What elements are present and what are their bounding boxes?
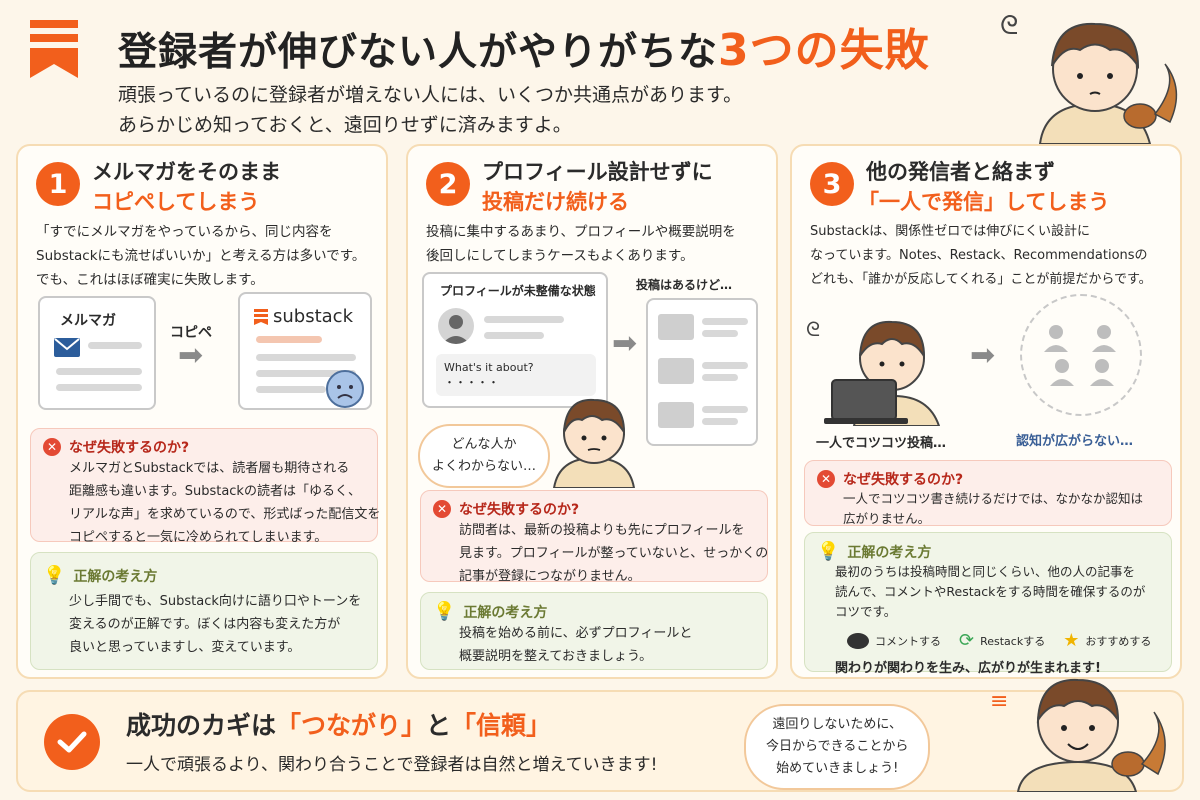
sad-face-icon bbox=[324, 368, 366, 414]
svg-text:ᘓ: ᘓ bbox=[1000, 11, 1018, 41]
lightbulb-icon: 💡 bbox=[43, 565, 66, 586]
why-fail-box: ✕なぜ失敗するのか? 訪問者は、最新の投稿よりも先にプロフィールを 見ます。プロ… bbox=[420, 490, 768, 584]
card-body-line: でも、これはほぼ確実に失敗します。 bbox=[36, 272, 264, 288]
failure-card-3: 3 他の発信者と絡まず 「一人で発信」してしまう Substackは、関係性ゼロ… bbox=[790, 144, 1182, 679]
x-circle-icon: ✕ bbox=[817, 470, 835, 488]
confused-speech-bubble: どんな人か よくわからない… bbox=[418, 424, 551, 488]
reach-label: 認知が広がらない… bbox=[1016, 434, 1134, 449]
audience-circle-icon bbox=[1020, 294, 1142, 416]
posts-label: 投稿はあるけど… bbox=[636, 278, 733, 292]
avatar-placeholder-icon bbox=[438, 308, 474, 344]
alone-label: 一人でコツコツ投稿… bbox=[816, 436, 947, 451]
svg-text:≡: ≡ bbox=[990, 689, 1008, 714]
mail-icon bbox=[54, 338, 80, 357]
posts-panel bbox=[646, 298, 758, 446]
step-number-3: 3 bbox=[810, 162, 854, 206]
success-subtitle: 一人で頑張るより、関わり合うことで登録者は自然と増えていきます! bbox=[126, 755, 658, 775]
closing-line: 関わりが関わりを生み、広がりが生まれます! bbox=[835, 661, 1101, 676]
success-title: 成功のカギは「つながり」と「信頼」 bbox=[126, 711, 552, 740]
right-way-box: 💡正解の考え方 最初のうちは投稿時間と同じくらい、他の人の記事を 読んで、コメン… bbox=[804, 532, 1172, 676]
about-box: What's it about? ・・・・・ bbox=[436, 354, 596, 396]
svg-text:ᘓ: ᘓ bbox=[806, 317, 820, 341]
right-arrow-icon: ➡ bbox=[612, 326, 638, 361]
lead-text-2: あらかじめ知っておくと、遠回りせずに済みますよ。 bbox=[118, 114, 572, 136]
boy-confused-illustration bbox=[544, 388, 644, 492]
substack-panel: substack bbox=[238, 292, 372, 410]
page-title: 登録者が伸びない人がやりがちな3つの失敗 bbox=[118, 25, 930, 76]
x-circle-icon: ✕ bbox=[43, 438, 61, 456]
newsletter-panel: メルマガ bbox=[38, 296, 156, 410]
failure-card-2: 2 プロフィール設計せずに 投稿だけ続ける 投稿に集中するあまり、プロフィールや… bbox=[406, 144, 778, 679]
boy-smiling-illustration: ≡ bbox=[978, 664, 1178, 796]
restack-action: ⟳Restackする bbox=[959, 630, 1046, 651]
profile-label: プロフィールが未整備な状態 bbox=[440, 284, 596, 298]
card-heading: プロフィール設計せずに bbox=[482, 160, 713, 184]
card-heading: メルマガをそのまま bbox=[92, 160, 281, 184]
profile-panel: プロフィールが未整備な状態 What's it about? ・・・・・ bbox=[422, 272, 608, 408]
check-circle-icon bbox=[44, 714, 100, 770]
why-fail-box: ✕なぜ失敗するのか? メルマガとSubstackでは、読者層も期待される 距離感… bbox=[30, 428, 380, 545]
step-number-2: 2 bbox=[426, 162, 470, 206]
card-heading: 他の発信者と絡まず bbox=[866, 160, 1055, 184]
right-arrow-icon: ➡ bbox=[178, 338, 204, 373]
right-arrow-icon: ➡ bbox=[970, 338, 996, 373]
success-key-banner: 成功のカギは「つながり」と「信頼」 一人で頑張るより、関わり合うことで登録者は自… bbox=[16, 678, 1184, 793]
encourage-speech-bubble: 遠回りしないために、 今日からできることから 始めていきましょう! bbox=[744, 704, 931, 790]
substack-icon bbox=[254, 308, 268, 325]
card-body-line: Substackにも流せばいいか」と考える方は多いです。 bbox=[36, 248, 366, 264]
restack-icon: ⟳ bbox=[959, 630, 975, 651]
card-body-line: なっています。Notes、Restack、Recommendationsの bbox=[810, 248, 1148, 263]
why-fail-box: ✕なぜ失敗するのか? 一人でコツコツ書き続けるだけでは、なかなか認知は 広がりま… bbox=[804, 460, 1172, 526]
failure-card-1: 1 メルマガをそのまま コピペしてしまう 「すでにメルマガをやっているから、同じ… bbox=[16, 144, 388, 679]
card-body-line: 後回しにしてしまうケースもよくあります。 bbox=[426, 248, 694, 264]
card-heading-accent: コピペしてしまう bbox=[92, 190, 260, 214]
star-icon: ★ bbox=[1063, 630, 1080, 651]
x-circle-icon: ✕ bbox=[433, 500, 451, 518]
card-body-line: 「すでにメルマガをやっているから、同じ内容を bbox=[36, 224, 333, 240]
right-way-box: 💡正解の考え方 少し手間でも、Substack向けに語り口やトーンを 変えるのが… bbox=[30, 552, 378, 670]
lightbulb-icon: 💡 bbox=[817, 541, 840, 562]
comment-action: コメントする bbox=[847, 630, 941, 651]
recommend-action: ★おすすめする bbox=[1063, 630, 1152, 651]
lead-text-1: 頑張っているのに登録者が増えない人には、いくつか共通点があります。 bbox=[118, 84, 743, 106]
card-heading-accent: 投稿だけ続ける bbox=[482, 190, 629, 214]
boy-laptop-illustration: ᘓ bbox=[804, 296, 954, 430]
copy-arrow-label: コピペ bbox=[170, 325, 212, 341]
card-body-line: 投稿に集中するあまり、プロフィールや概要説明を bbox=[426, 224, 736, 240]
comment-icon bbox=[847, 632, 869, 649]
bookmark-logo-icon bbox=[30, 20, 78, 82]
step-number-1: 1 bbox=[36, 162, 80, 206]
boy-thinking-illustration: ᘓ bbox=[1000, 4, 1190, 148]
substack-logo: substack bbox=[254, 306, 353, 327]
card-body-line: どれも、「誰かが反応してくれる」ことが前提だからです。 bbox=[810, 272, 1152, 287]
card-body-line: Substackは、関係性ゼロでは伸びにくい設計に bbox=[810, 224, 1090, 239]
lightbulb-icon: 💡 bbox=[433, 601, 456, 622]
action-icons-row: コメントする ⟳Restackする ★おすすめする bbox=[847, 630, 1159, 651]
newsletter-label: メルマガ bbox=[60, 313, 116, 329]
right-way-box: 💡正解の考え方 投稿を始める前に、必ずプロフィールと 概要説明を整えておきましょ… bbox=[420, 592, 768, 670]
card-heading-accent: 「一人で発信」してしまう bbox=[858, 190, 1110, 214]
